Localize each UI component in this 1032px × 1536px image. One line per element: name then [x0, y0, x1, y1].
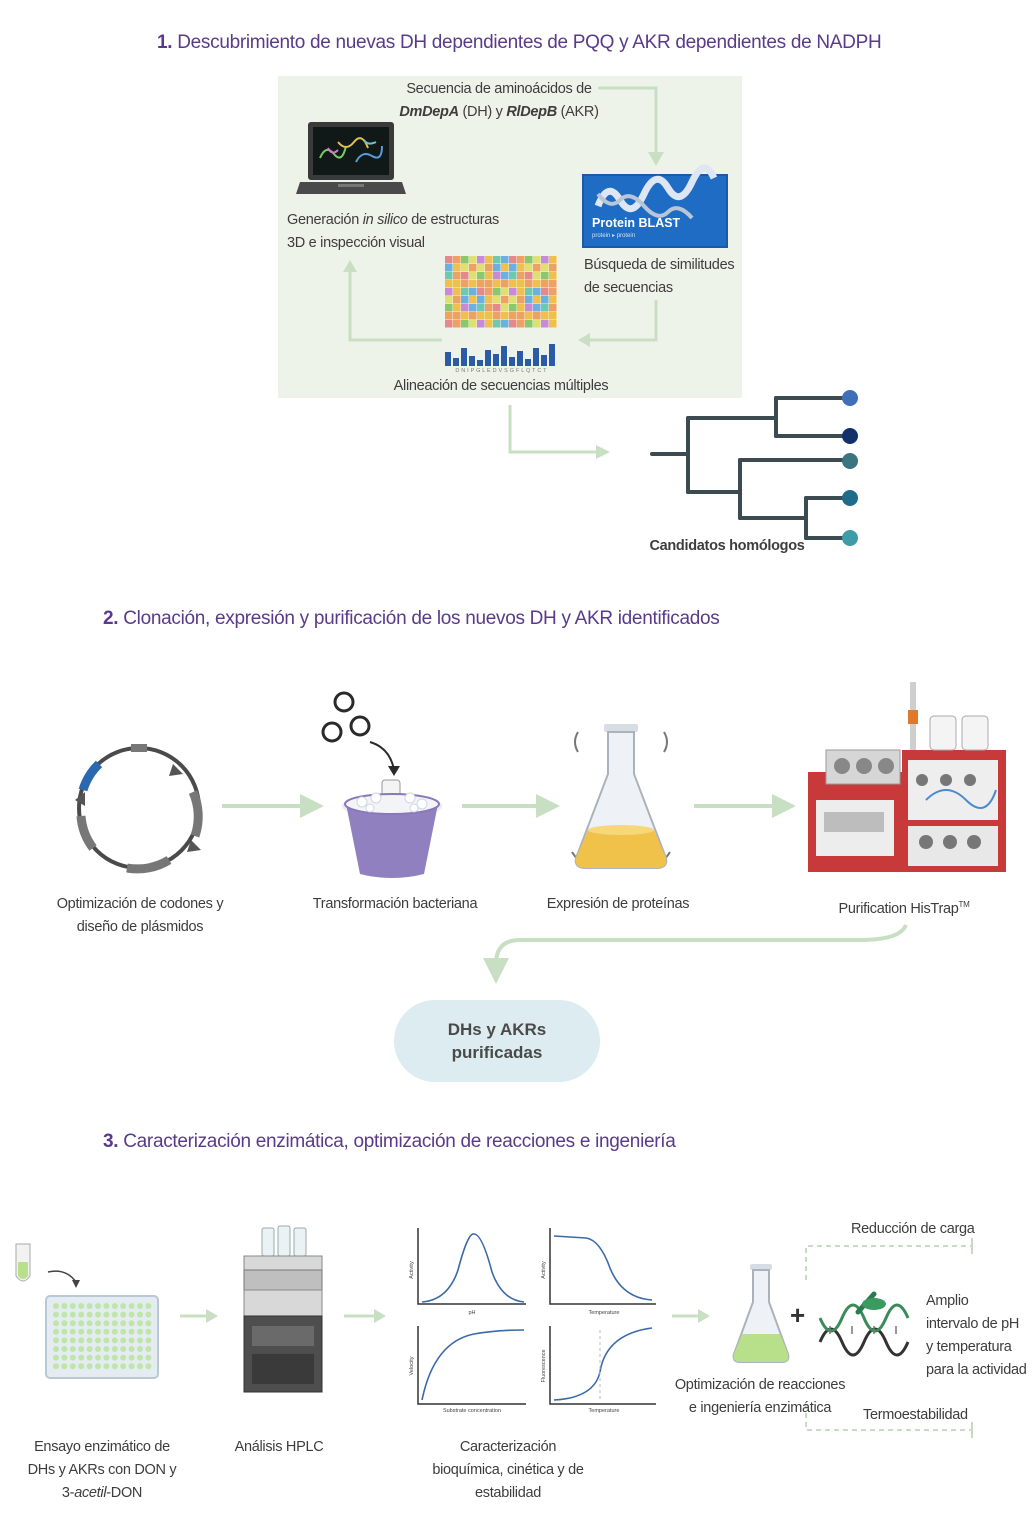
dmdepa-name: DmDepA [399, 104, 459, 120]
histrap-label: Purification HisTrapTM [814, 893, 994, 921]
homolog-candidates-label: Candidatos homólogos [649, 538, 805, 554]
plot2-xlabel: Temperature [589, 1310, 620, 1316]
sequence-label: Secuencia de aminoácidos de DmDepA (DH) … [384, 78, 614, 124]
activity-range-line2: intervalo de pH [926, 1316, 1020, 1332]
rldepb-name: RlDepB [506, 104, 557, 120]
section1-number: 1. [157, 32, 173, 53]
dh-text: (DH) y [458, 104, 507, 120]
plus-sign: + [790, 1300, 806, 1330]
tree-leaf-3 [842, 453, 858, 469]
enzyme-assay-line2: DHs y AKRs con DON y [27, 1462, 177, 1478]
protein-blast-subtitle: protein ▸ protein [592, 233, 636, 239]
characterization-line1: Caracterización [459, 1439, 557, 1455]
plasmid-design-line1: Optimización de codones y [56, 896, 224, 912]
alignment-label: Alineación de secuencias múltiples [393, 378, 609, 394]
structure-generation-line1: Generación in silico de estructuras [287, 209, 507, 232]
activity-range-line1: Amplio [926, 1293, 969, 1309]
activity-range-line3: y temperatura [926, 1339, 1012, 1355]
gen-a: Generación [287, 212, 363, 228]
dna-helix-icon [594, 164, 718, 220]
characterization-plots: Activity pH Activity Temperature Velocit… [409, 1228, 656, 1414]
alignment-sequence-text: D N I P G L E D V S G F L Q T C T [455, 368, 547, 374]
similarity-search-line2: de secuencias [584, 280, 673, 296]
reaction-optimization-label: Optimización de reacciones e ingeniería … [668, 1374, 852, 1420]
plot2-ylabel: Activity [541, 1261, 547, 1279]
well-plate-icon [15, 1243, 159, 1379]
enzyme-assay-line3: 3-acetil-DON [14, 1482, 190, 1505]
plasmid-design-line2: diseño de plásmidos [76, 919, 204, 935]
sequence-label-line2: DmDepA (DH) y RlDepB (AKR) [384, 101, 614, 124]
histrap-label-text: Purification HisTrap [838, 900, 959, 917]
thermostability-label: Termoestabilidad [863, 1407, 968, 1423]
hplc-label: Análisis HPLC [234, 1439, 324, 1455]
reaction-optimization-line1: Optimización de reacciones [674, 1377, 846, 1393]
plot4-ylabel: Fluorescence [541, 1349, 547, 1382]
section2-flow-arrows [222, 794, 908, 984]
similarity-search-label: Búsqueda de similitudes de secuencias [584, 254, 744, 300]
don-text: -DON [106, 1485, 143, 1501]
purified-line2: purificadas [451, 1043, 543, 1062]
plasmid-design-label: Optimización de codones y diseño de plás… [40, 893, 240, 939]
purified-result-text: DHs y AKRs purificadas [394, 1018, 600, 1064]
structure-generation-line2: 3D e inspección visual [287, 235, 425, 251]
plasmid-icon [75, 744, 203, 874]
activity-range-line4: para la actividad [926, 1362, 1027, 1378]
gen-c: de estructuras [407, 212, 499, 228]
plot4-xlabel: Temperature [589, 1408, 620, 1414]
phylogenetic-tree [650, 390, 858, 546]
plot1-xlabel: pH [468, 1310, 475, 1316]
plot3-ylabel: Velocity [409, 1356, 415, 1375]
protein-blast-title: Protein BLAST [592, 216, 681, 230]
plot3-xlabel: Substrate concentration [443, 1408, 501, 1414]
transformation-bowl-icon [321, 691, 442, 878]
section1-title-text: Descubrimiento de nuevas DH dependientes… [177, 32, 882, 53]
enzyme-assay-line1: Ensayo enzimático de [34, 1439, 170, 1455]
purified-line1: DHs y AKRs [447, 1020, 547, 1039]
characterization-label: Caracterización bioquímica, cinética y d… [418, 1436, 598, 1505]
hplc-instrument-icon [243, 1225, 323, 1393]
structure-generation-label: Generación in silico de estructuras 3D e… [287, 209, 507, 255]
akr-text: (AKR) [556, 104, 599, 120]
dna-engineering-icon [818, 1291, 910, 1357]
expression-label: Expresión de proteínas [546, 896, 690, 912]
activity-range-label: Amplio intervalo de pH y temperatura par… [926, 1290, 1032, 1382]
tree-leaf-1 [842, 390, 858, 406]
section3-number: 3. [103, 1131, 119, 1152]
load-reduction-label: Reducción de carga [851, 1221, 975, 1237]
in-silico-text: in silico [362, 212, 408, 228]
section2-title-text: Clonación, expresión y purificación de l… [123, 608, 720, 629]
assay-3: 3- [61, 1485, 75, 1501]
alignment-grid-icon [445, 256, 557, 366]
acetil-text: acetil [74, 1485, 107, 1501]
sequence-label-line1: Secuencia de aminoácidos de [406, 81, 592, 97]
transformation-label: Transformación bacteriana [312, 896, 478, 912]
histrap-purification-system-icon [808, 682, 1006, 872]
section3-title: 3. Caracterización enzimática, optimizac… [103, 1131, 676, 1153]
tree-leaf-2 [842, 428, 858, 444]
discovery-cycle-arrows [343, 86, 664, 459]
protein-blast-card: Protein BLAST protein ▸ protein [582, 164, 728, 248]
section2-number: 2. [103, 608, 119, 629]
plot1-ylabel: Activity [409, 1261, 415, 1279]
trademark-sup: TM [958, 900, 970, 909]
enzyme-assay-label: Ensayo enzimático de DHs y AKRs con DON … [14, 1436, 190, 1505]
characterization-line3: estabilidad [474, 1485, 542, 1501]
section2-title: 2. Clonación, expresión y purificación d… [103, 608, 720, 630]
reaction-optimization-line2: e ingeniería enzimática [688, 1400, 832, 1416]
purified-result-pill [394, 1000, 600, 1082]
section1-title: 1. Descubrimiento de nuevas DH dependien… [157, 32, 882, 54]
erlenmeyer-flask-icon [571, 724, 671, 869]
tree-leaf-5 [842, 530, 858, 546]
similarity-search-line1: Búsqueda de similitudes [584, 257, 735, 273]
laptop-icon [296, 122, 406, 194]
small-flask-icon [732, 1264, 790, 1363]
characterization-line2: bioquímica, cinética y de [432, 1462, 584, 1478]
tree-leaf-4 [842, 490, 858, 506]
section3-title-text: Caracterización enzimática, optimización… [123, 1131, 676, 1152]
